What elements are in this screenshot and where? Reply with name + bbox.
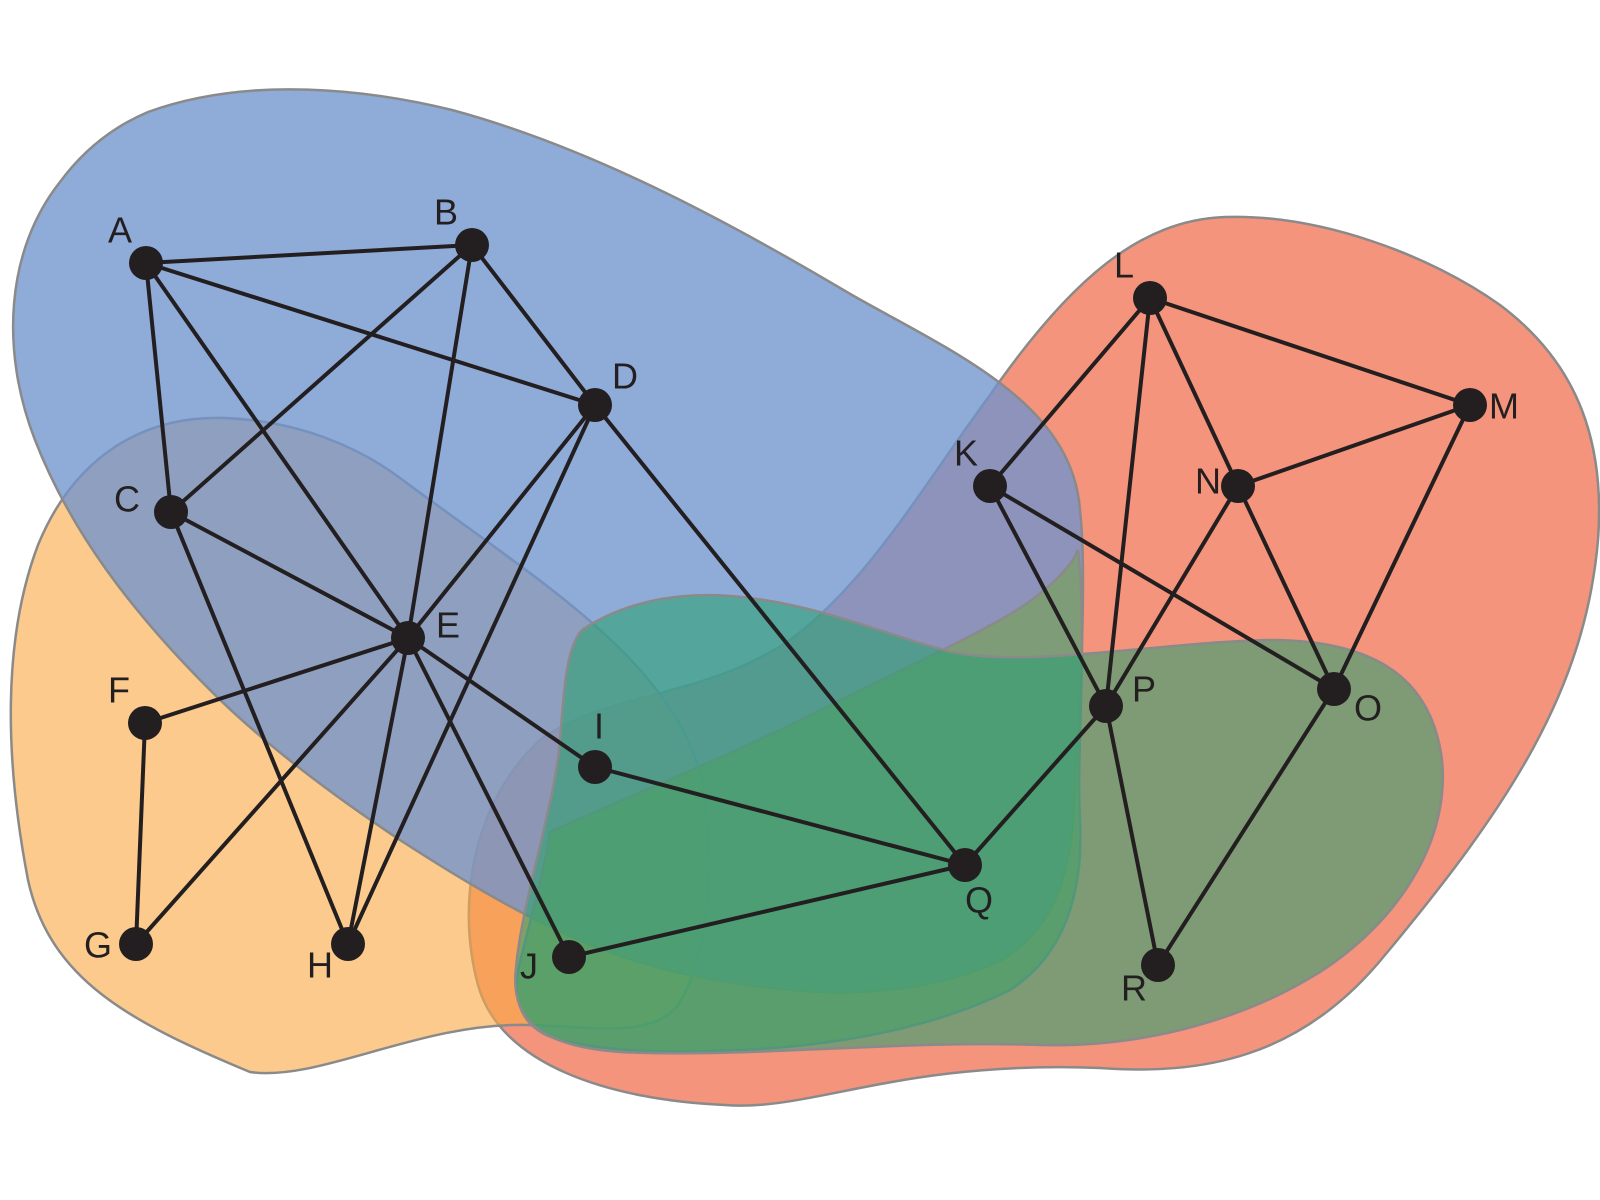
node-label-f: F [108, 670, 130, 711]
edge-n-p [1104, 484, 1240, 708]
edge-e-h [346, 636, 410, 946]
region-green [514, 593, 1445, 1055]
edge-e-j [406, 636, 571, 959]
node-label-e: E [436, 605, 460, 646]
edge-a-b [144, 243, 474, 265]
edge-c-h [169, 510, 350, 946]
edge-k-o [988, 484, 1336, 691]
node-label-c: C [114, 479, 140, 520]
node-label-m: M [1489, 386, 1519, 427]
node-label-n: N [1195, 461, 1221, 502]
node-label-h: H [307, 945, 333, 986]
node-label-q: Q [965, 880, 993, 921]
node-f [128, 706, 162, 740]
edge-l-m [1148, 296, 1472, 407]
node-i [578, 750, 612, 784]
edge-m-n [1236, 403, 1472, 488]
node-g [119, 927, 153, 961]
edge-k-p [988, 484, 1108, 708]
node-r [1141, 948, 1175, 982]
edge-d-h [346, 403, 597, 946]
edge-d-q [593, 403, 967, 867]
node-p [1089, 689, 1123, 723]
labels-layer: A B C D E F G H I J K L M N O P Q R [84, 192, 1519, 1009]
edge-b-d [470, 243, 597, 407]
edge-d-e [406, 403, 597, 640]
node-b [455, 228, 489, 262]
edge-l-n [1148, 296, 1240, 488]
node-m [1453, 388, 1487, 422]
nodes-layer [119, 228, 1487, 982]
edge-p-q [963, 704, 1108, 867]
node-label-l: L [1114, 245, 1134, 286]
node-d [578, 388, 612, 422]
node-label-k: K [954, 433, 978, 474]
node-l [1133, 281, 1167, 315]
edge-k-l [988, 296, 1152, 488]
edge-e-i [406, 636, 597, 769]
edge-j-q [567, 863, 967, 959]
node-label-j: J [520, 946, 538, 987]
edge-n-o [1236, 484, 1336, 691]
node-label-i: I [594, 706, 604, 747]
edge-a-e [144, 261, 410, 640]
node-label-o: O [1354, 688, 1382, 729]
node-c [154, 495, 188, 529]
edge-e-f [143, 636, 410, 725]
node-a [129, 246, 163, 280]
edge-l-p [1104, 296, 1152, 708]
regions-layer [9, 88, 1600, 1107]
edge-i-q [593, 765, 967, 867]
edge-m-o [1332, 403, 1472, 691]
edge-p-r [1104, 704, 1160, 967]
edge-o-r [1156, 687, 1336, 967]
node-label-d: D [612, 356, 638, 397]
node-label-r: R [1121, 968, 1147, 1009]
node-k [973, 469, 1007, 503]
edge-c-e [169, 510, 410, 640]
node-label-a: A [108, 210, 132, 251]
edges-layer [134, 243, 1472, 967]
node-n [1221, 469, 1255, 503]
edge-a-c [144, 261, 173, 514]
edge-f-g [134, 721, 147, 946]
node-label-b: B [434, 192, 458, 233]
node-q [948, 848, 982, 882]
node-e [391, 621, 425, 655]
edge-e-g [134, 636, 410, 946]
node-label-p: P [1132, 669, 1156, 710]
node-o [1317, 672, 1351, 706]
edge-b-e [406, 243, 474, 640]
node-h [331, 927, 365, 961]
node-label-g: G [84, 925, 112, 966]
node-j [552, 940, 586, 974]
edge-b-c [169, 243, 474, 514]
